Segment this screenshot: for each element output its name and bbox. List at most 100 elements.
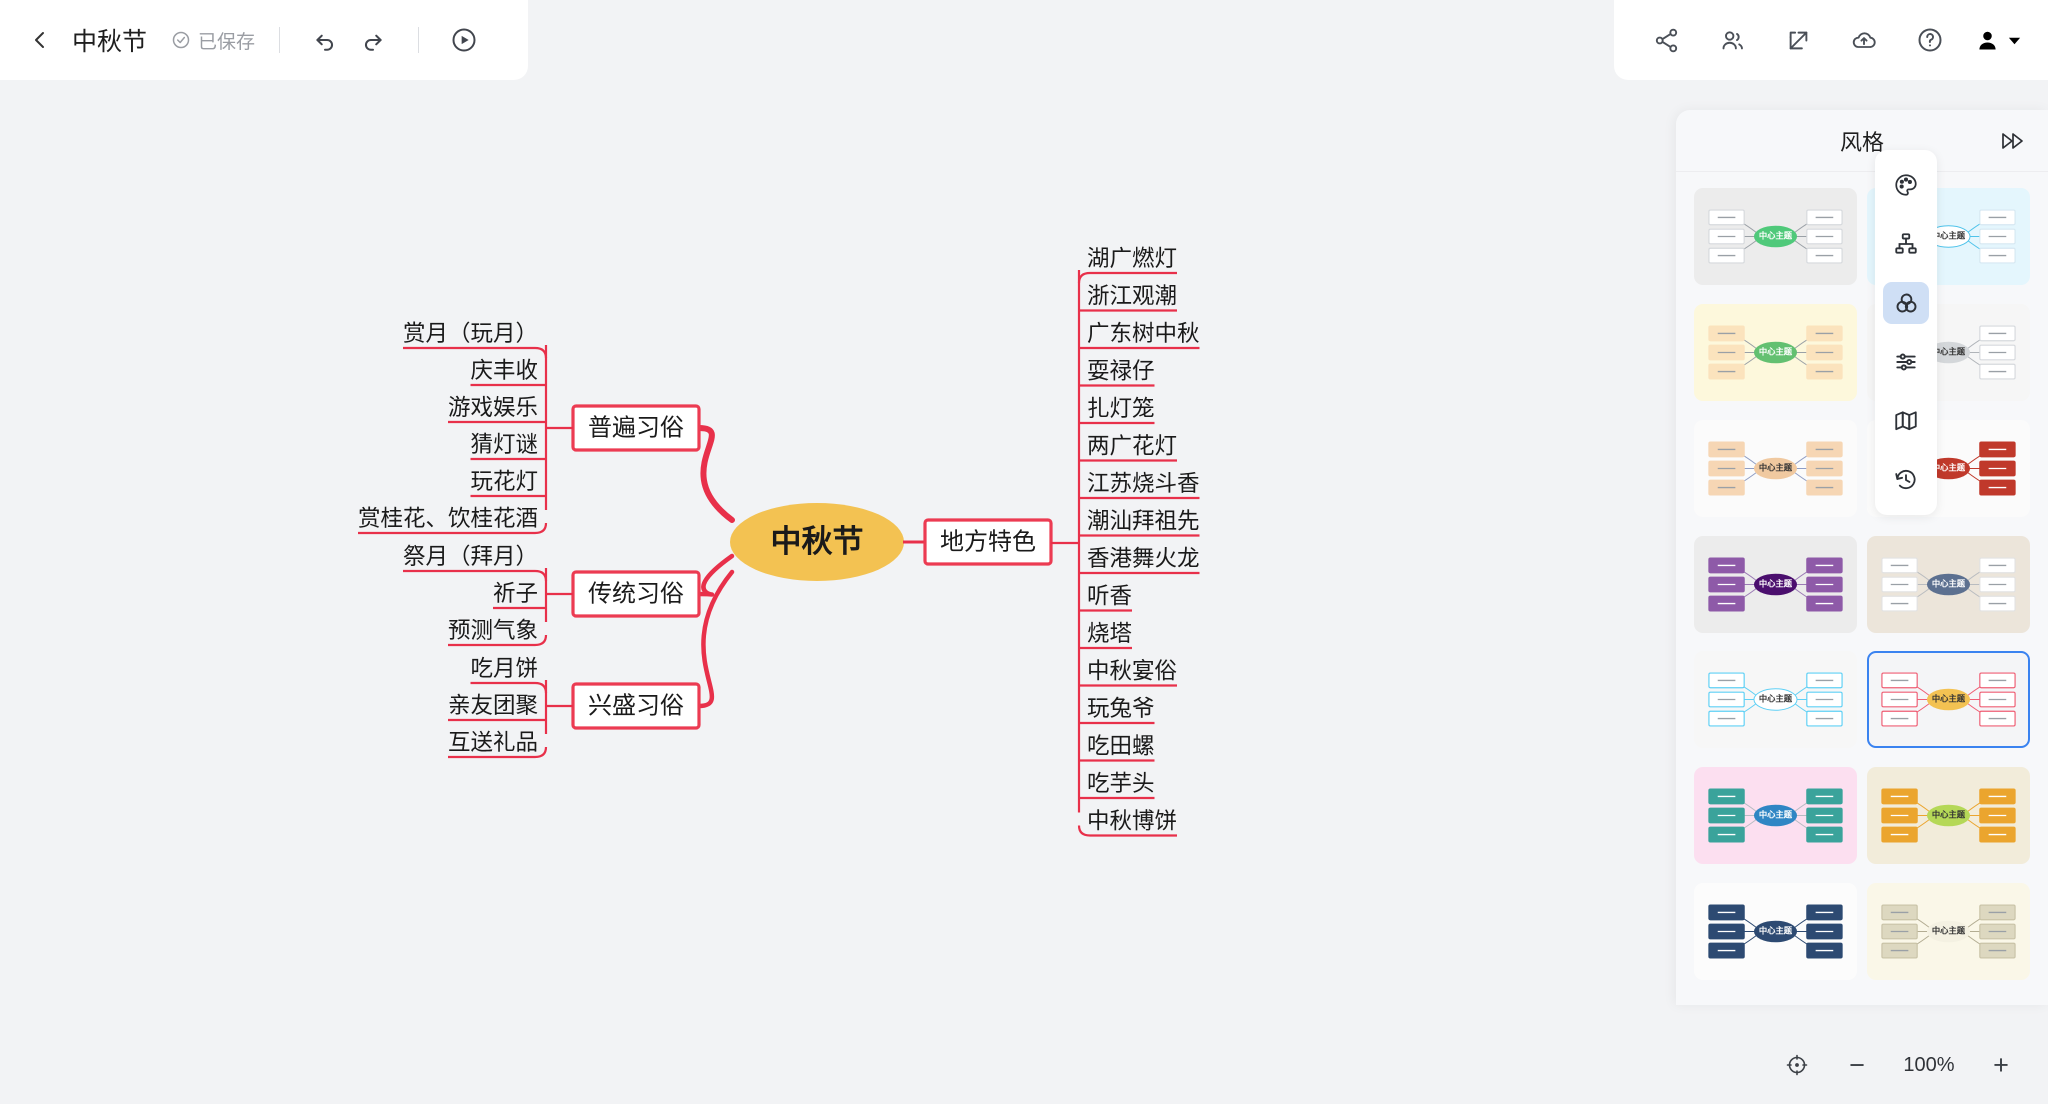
leaf-node[interactable]: 赏月（玩月） — [403, 321, 548, 359]
branch-node-label[interactable]: 传统习俗 — [588, 580, 684, 607]
collaborate-button[interactable] — [1710, 18, 1754, 62]
branch-node-label[interactable]: 兴盛习俗 — [588, 692, 684, 719]
leaf-node[interactable]: 中秋博饼 — [1077, 808, 1177, 837]
leaf-node[interactable]: 赏桂花、饮桂花酒 — [358, 506, 548, 535]
leaf-node-label[interactable]: 庆丰收 — [470, 358, 538, 383]
leaf-node[interactable]: 中秋宴俗 — [1079, 658, 1177, 687]
style-thumbnail[interactable]: 中心主题 — [1694, 188, 1857, 285]
branch-node-label[interactable]: 普遍习俗 — [588, 414, 684, 441]
branch-node-label[interactable]: 地方特色 — [940, 528, 1036, 555]
style-thumbnail[interactable]: 中心主题 — [1867, 883, 2030, 981]
leaf-node[interactable]: 猜灯谜 — [470, 432, 546, 461]
style-thumbnail[interactable]: 中心主题 — [1867, 767, 2030, 865]
toolrail-item-palette[interactable] — [1883, 164, 1929, 206]
style-thumbnail[interactable]: 中心主题 — [1694, 419, 1857, 517]
leaf-node-label[interactable]: 祈子 — [493, 581, 538, 606]
leaf-node-label[interactable]: 听香 — [1087, 583, 1132, 608]
leaf-node-label[interactable]: 耍禄仔 — [1087, 358, 1155, 383]
leaf-node[interactable]: 吃田螺 — [1079, 733, 1155, 762]
leaf-node[interactable]: 吃芋头 — [1079, 771, 1155, 800]
leaf-node-label[interactable]: 中秋宴俗 — [1087, 658, 1177, 683]
branch-node[interactable]: 兴盛习俗 — [571, 682, 701, 730]
leaf-node[interactable]: 听香 — [1079, 583, 1132, 612]
leaf-node[interactable]: 两广花灯 — [1079, 433, 1177, 462]
leaf-node-label[interactable]: 中秋博饼 — [1087, 808, 1177, 833]
leaf-node[interactable]: 耍禄仔 — [1079, 358, 1155, 387]
branch-node[interactable]: 普遍习俗 — [571, 404, 701, 452]
share-button[interactable] — [1644, 18, 1688, 62]
style-thumbnail[interactable]: 中心主题 — [1694, 303, 1857, 401]
leaf-node-label[interactable]: 猜灯谜 — [470, 432, 538, 457]
root-node[interactable]: 中秋节 — [730, 503, 904, 581]
leaf-node-label[interactable]: 吃田螺 — [1087, 733, 1155, 758]
leaf-node-label[interactable]: 玩花灯 — [470, 469, 538, 494]
leaf-node-label[interactable]: 赏月（玩月） — [403, 321, 538, 346]
leaf-node[interactable]: 游戏娱乐 — [448, 395, 546, 424]
leaf-node[interactable]: 亲友团聚 — [448, 693, 546, 722]
leaf-node[interactable]: 广东树中秋 — [1079, 321, 1200, 350]
leaf-node[interactable]: 祭月（拜月） — [403, 544, 548, 582]
back-button[interactable] — [20, 20, 60, 60]
style-thumbnail[interactable]: 中心主题 — [1867, 651, 2030, 749]
leaf-node-label[interactable]: 湖广燃灯 — [1087, 246, 1177, 271]
panel-collapse-button[interactable] — [1996, 126, 2030, 156]
zoom-in-button[interactable]: + — [1993, 1049, 2009, 1080]
leaf-node[interactable]: 江苏烧斗香 — [1079, 471, 1200, 500]
leaf-node[interactable]: 祈子 — [493, 581, 546, 610]
toolrail-item-outline-map[interactable] — [1883, 400, 1929, 442]
toolrail-item-history[interactable] — [1883, 459, 1929, 501]
leaf-node-label[interactable]: 烧塔 — [1087, 621, 1132, 646]
leaf-node[interactable]: 扎灯笼 — [1079, 396, 1155, 425]
account-menu[interactable] — [1974, 27, 2022, 54]
style-thumbnail[interactable]: 中心主题 — [1694, 535, 1857, 633]
leaf-node-label[interactable]: 预测气象 — [448, 618, 538, 643]
leaf-node-label[interactable]: 吃芋头 — [1087, 771, 1155, 796]
mindmap-canvas[interactable]: 中秋节 普遍习俗 赏月（玩月） 庆丰收游戏娱乐猜灯谜玩花灯赏桂花、饮桂花酒传统习俗 祭月… — [0, 80, 2048, 1104]
style-thumbnail[interactable]: 中心主题 — [1694, 651, 1857, 749]
redo-button[interactable] — [352, 19, 394, 61]
leaf-node-label[interactable]: 亲友团聚 — [448, 693, 538, 718]
toolrail-item-style[interactable] — [1883, 282, 1929, 324]
leaf-node-label[interactable]: 两广花灯 — [1087, 433, 1177, 458]
leaf-node-label[interactable]: 玩兔爷 — [1087, 696, 1155, 721]
leaf-node[interactable]: 烧塔 — [1079, 621, 1132, 650]
leaf-node[interactable]: 浙江观潮 — [1079, 283, 1177, 312]
root-node-label[interactable]: 中秋节 — [771, 524, 864, 559]
document-title[interactable]: 中秋节 — [72, 28, 148, 56]
leaf-node-label[interactable]: 潮汕拜祖先 — [1087, 508, 1200, 533]
leaf-node[interactable]: 庆丰收 — [470, 358, 546, 387]
toolrail-item-settings[interactable] — [1883, 341, 1929, 383]
leaf-node-label[interactable]: 广东树中秋 — [1087, 321, 1200, 346]
branch-node[interactable]: 地方特色 — [923, 518, 1053, 566]
leaf-node[interactable]: 预测气象 — [448, 618, 548, 647]
leaf-node-label[interactable]: 赏桂花、饮桂花酒 — [358, 506, 538, 531]
style-thumbnail[interactable]: 中心主题 — [1694, 767, 1857, 865]
style-thumbnail[interactable]: 中心主题 — [1694, 883, 1857, 981]
present-button[interactable] — [443, 19, 485, 61]
cloud-upload-button[interactable] — [1842, 18, 1886, 62]
undo-button[interactable] — [304, 19, 346, 61]
leaf-node-label[interactable]: 江苏烧斗香 — [1087, 471, 1200, 496]
leaf-node-label[interactable]: 扎灯笼 — [1087, 396, 1155, 421]
leaf-node[interactable]: 互送礼品 — [448, 730, 548, 759]
leaf-node[interactable]: 潮汕拜祖先 — [1079, 508, 1200, 537]
leaf-node-label[interactable]: 游戏娱乐 — [448, 395, 538, 420]
leaf-node[interactable]: 玩兔爷 — [1079, 696, 1155, 725]
leaf-node[interactable]: 湖广燃灯 — [1077, 246, 1177, 284]
style-thumbnail[interactable]: 中心主题 — [1867, 535, 2030, 633]
zoom-out-button[interactable]: − — [1849, 1049, 1865, 1080]
help-button[interactable] — [1908, 18, 1952, 62]
style-thumbnail-grid[interactable]: 中心主题中心主题中心主题中心主题中心主题中心主题中心主题中心主题中心主题中心主题… — [1676, 172, 2048, 1005]
leaf-node-label[interactable]: 祭月（拜月） — [403, 544, 538, 569]
branch-node[interactable]: 传统习俗 — [571, 570, 701, 618]
leaf-node[interactable]: 吃月饼 — [470, 656, 548, 694]
leaf-node[interactable]: 香港舞火龙 — [1079, 546, 1200, 575]
leaf-node-label[interactable]: 吃月饼 — [470, 656, 538, 681]
leaf-node-label[interactable]: 浙江观潮 — [1087, 283, 1177, 308]
leaf-node-label[interactable]: 香港舞火龙 — [1087, 546, 1200, 571]
fit-to-screen-button[interactable] — [1780, 1048, 1814, 1082]
leaf-node-label[interactable]: 互送礼品 — [448, 730, 538, 755]
leaf-node[interactable]: 玩花灯 — [470, 469, 546, 498]
toolrail-item-structure[interactable] — [1883, 223, 1929, 265]
export-button[interactable] — [1776, 18, 1820, 62]
